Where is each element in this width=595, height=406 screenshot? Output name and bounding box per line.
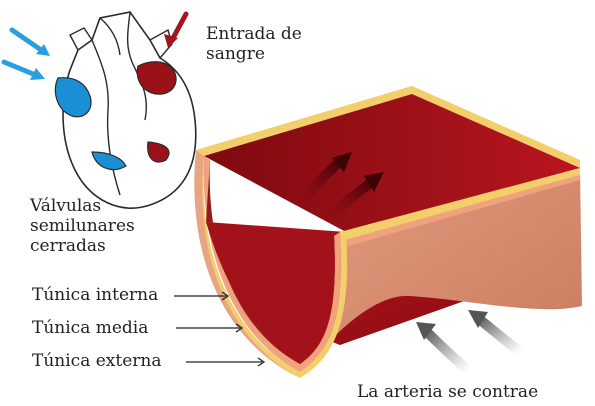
tunica-interna-label: Túnica interna bbox=[32, 285, 158, 305]
contraction-arrows bbox=[416, 310, 520, 370]
heart-illustration bbox=[4, 12, 196, 208]
tunica-externa-label: Túnica externa bbox=[32, 351, 161, 371]
valves-label: Válvulas semilunares cerradas bbox=[30, 196, 135, 256]
artery-contracts-label: La arteria se contrae bbox=[357, 382, 538, 402]
tunica-media-label: Túnica media bbox=[32, 318, 148, 338]
artery-cross-section bbox=[194, 86, 582, 378]
blood-entry-label: Entrada de sangre bbox=[206, 24, 302, 64]
